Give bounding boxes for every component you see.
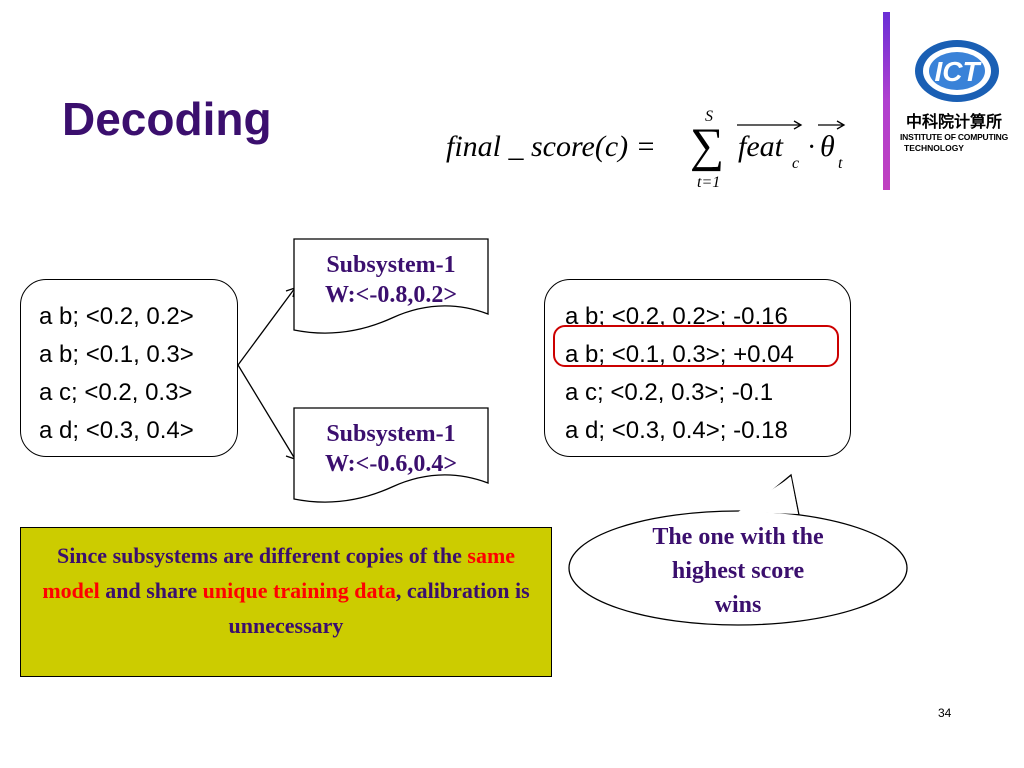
callout-line: highest score bbox=[671, 558, 805, 584]
input-candidate: a b; <0.1, 0.3> bbox=[39, 341, 194, 368]
subsystem-box-1: Subsystem-1 W:<-0.8,0.2> bbox=[294, 250, 488, 310]
subsystem-box-2: Subsystem-1 W:<-0.6,0.4> bbox=[294, 419, 488, 479]
ict-logo-icon: ICT bbox=[915, 40, 999, 102]
score-formula: final _ score(c) = S ∑ t=1 feat c · θ t bbox=[0, 0, 1024, 200]
callout-line: wins bbox=[714, 592, 762, 618]
formula-sum-lower: t=1 bbox=[697, 174, 721, 191]
subsystem-name: Subsystem-1 bbox=[326, 421, 456, 447]
formula-theta-sub: t bbox=[838, 155, 843, 172]
ict-logo: ICT 中科院计算所 bbox=[900, 30, 1024, 160]
subsystem-name: Subsystem-1 bbox=[326, 252, 456, 278]
input-candidate: a b; <0.2, 0.2> bbox=[39, 303, 194, 330]
input-candidates-box: a b; <0.2, 0.2> a b; <0.1, 0.3> a c; <0.… bbox=[20, 279, 238, 457]
scored-candidate: a c; <0.2, 0.3>; -0.1 bbox=[565, 379, 774, 406]
subsystem-weights: W:<-0.8,0.2> bbox=[324, 282, 457, 308]
logo-institute-line2: TECHNOLOGY bbox=[904, 143, 964, 153]
logo-badge-text: ICT bbox=[934, 56, 982, 87]
calibration-note: Since subsystems are different copies of… bbox=[20, 527, 552, 677]
formula-feat: feat bbox=[738, 130, 783, 163]
formula-vector-arrows bbox=[737, 120, 846, 130]
input-candidate: a d; <0.3, 0.4> bbox=[39, 417, 194, 444]
note-text: Since subsystems are different copies of… bbox=[56, 543, 468, 568]
logo-chinese-text: 中科院计算所 bbox=[906, 112, 1003, 131]
formula-lhs: final _ score(c) = bbox=[446, 130, 656, 163]
slide-title: Decoding bbox=[62, 93, 272, 145]
note-highlight-same-model: same model bbox=[42, 543, 516, 603]
logo-institute-line1: INSTITUTE OF COMPUTING bbox=[900, 132, 1008, 142]
callout-line: The one with the bbox=[652, 524, 824, 550]
callout-text: The one with the highest score wins bbox=[612, 520, 864, 622]
scored-candidate-highlighted: a b; <0.1, 0.3>; +0.04 bbox=[565, 341, 794, 368]
formula-dot: · bbox=[807, 132, 817, 163]
note-highlight-training-data: unique training data bbox=[202, 578, 396, 603]
divider-bar bbox=[883, 12, 890, 190]
formula-theta: θ bbox=[820, 130, 835, 163]
formula-feat-sub: c bbox=[792, 155, 800, 172]
input-candidate: a c; <0.2, 0.3> bbox=[39, 379, 193, 406]
subsystem-weights: W:<-0.6,0.4> bbox=[324, 451, 457, 477]
formula-sum-sign: ∑ bbox=[690, 119, 725, 172]
note-text: and share bbox=[99, 578, 203, 603]
scored-candidate: a d; <0.3, 0.4>; -0.18 bbox=[565, 417, 788, 444]
page-number: 34 bbox=[938, 706, 952, 720]
highlight-frame bbox=[553, 325, 839, 367]
formula-sum-upper: S bbox=[705, 108, 713, 125]
note-text: , calibration is unnecessary bbox=[228, 578, 530, 638]
